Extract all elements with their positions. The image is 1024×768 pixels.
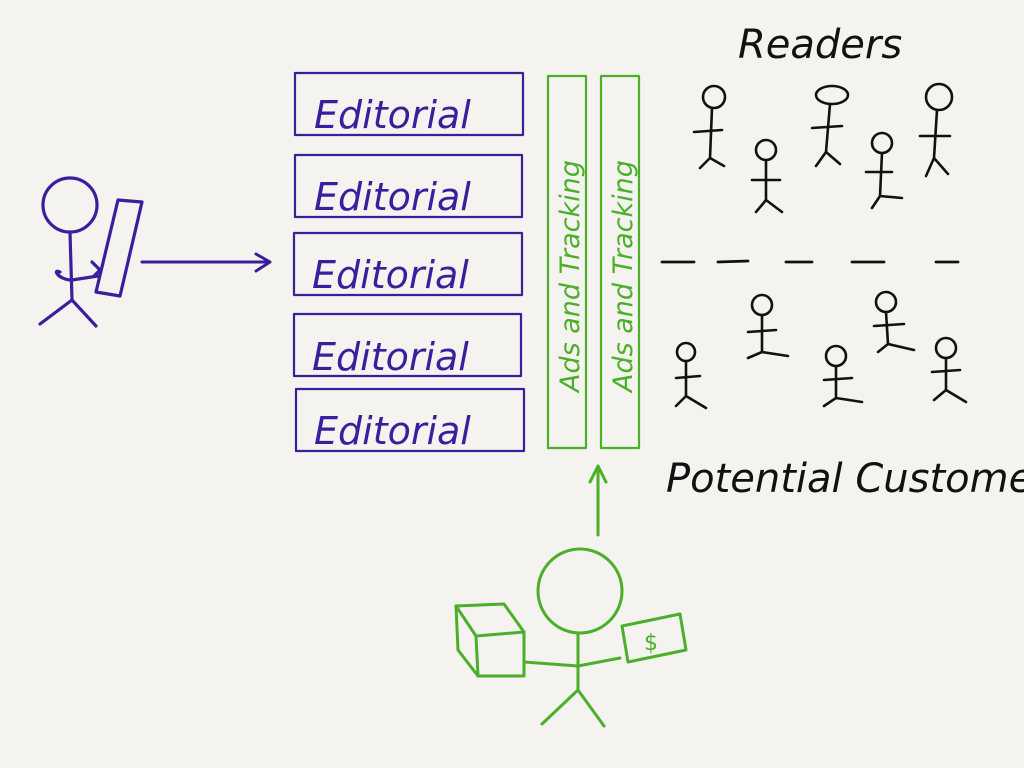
ads-column-1 [546,74,588,450]
advertiser-arms [522,656,622,668]
editorial-block-3 [292,231,524,297]
customer-figure [674,341,708,410]
editorial-label-4: Editorial [312,335,469,379]
advertiser-head [536,547,624,635]
editorial-label-3: Editorial [312,253,469,297]
writer-right-leg [70,298,98,328]
editorial-labels: Editorial Editorial Editorial Editorial … [312,93,471,453]
editorial-label-5: Editorial [314,409,471,453]
customers-heading: Potential Customers [666,456,1024,502]
editorial-label-2: Editorial [314,175,471,219]
writer-left-leg [38,298,74,326]
money-icon [620,612,688,664]
writer-arm [54,269,100,282]
editorial-label-1: Editorial [314,93,471,137]
reader-figure [692,84,727,170]
ads-column-label-2: Ads and Tracking [608,160,639,394]
writer-to-editorial-arrow [140,252,272,273]
customer-figure [822,344,864,408]
box-icon [454,602,526,678]
editorial-stack [292,71,526,453]
editorial-block-4 [292,312,523,378]
advertiser-left-leg [540,688,580,726]
editorial-block-1 [293,71,525,137]
editorial-block-2 [293,153,524,219]
writer-body [68,230,74,302]
reader-figure [918,82,954,178]
writer-paper-icon [94,198,144,298]
editorial-block-5 [294,387,526,453]
readers-customers-divider [660,259,960,264]
customers-group [674,290,968,410]
ads-labels: Ads and Tracking Ads and Tracking [555,160,639,394]
readers-heading: Readers [738,22,902,68]
writer-head [41,176,99,234]
writer-figure [38,176,144,328]
customer-figure [746,293,790,360]
reader-figure [750,138,784,214]
customer-figure [930,336,968,404]
advertiser-to-ads-arrow [588,464,608,537]
customer-figure [872,290,916,354]
readers-group [692,82,954,214]
advertiser-figure [454,547,688,728]
advertiser-right-leg [576,688,606,728]
ads-column-2 [599,74,641,450]
ads-columns [546,74,641,450]
money-symbol: $ [644,631,658,656]
ads-column-label-1: Ads and Tracking [555,160,586,394]
reader-figure [864,131,904,210]
reader-figure [810,84,850,168]
